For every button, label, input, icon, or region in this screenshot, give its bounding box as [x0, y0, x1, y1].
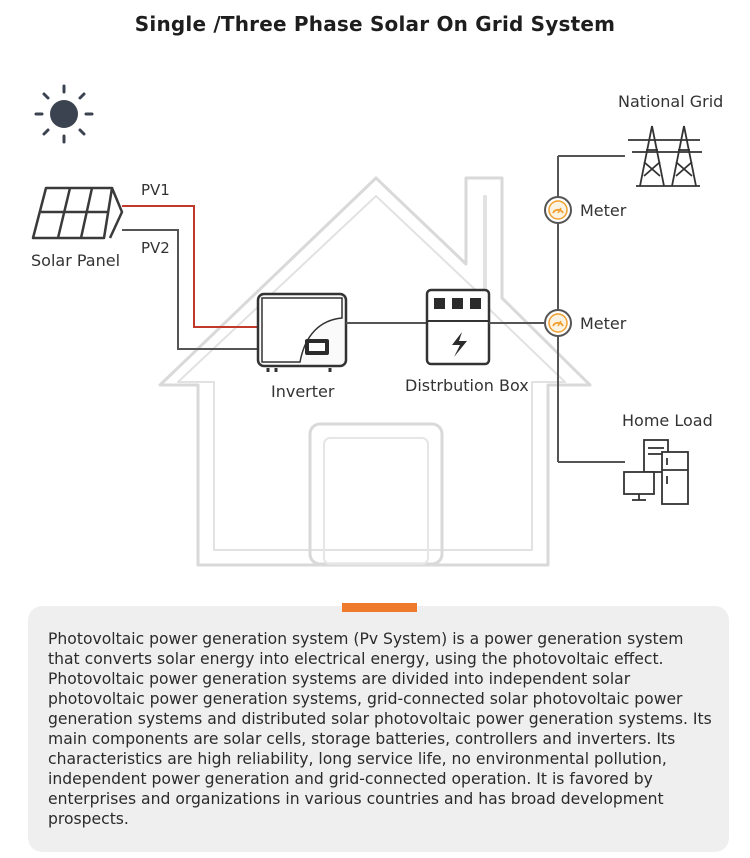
- description-text: Photovoltaic power generation system (Pv…: [48, 630, 712, 828]
- pv2-label: PV2: [141, 239, 170, 257]
- pv1-wire: [122, 205, 262, 328]
- pv1-label: PV1: [141, 181, 170, 199]
- home-appliances-icon: [623, 439, 689, 505]
- meter-bottom-label: Meter: [580, 314, 627, 333]
- distribution-box-label: Distrbution Box: [405, 376, 529, 395]
- sun-icon: [34, 84, 94, 144]
- description-panel: [28, 606, 729, 852]
- distribution-box-icon: [425, 288, 491, 366]
- inverter-label: Inverter: [271, 382, 335, 401]
- house-outline: [158, 176, 592, 567]
- page-title: Single /Three Phase Solar On Grid System: [134, 12, 616, 36]
- transmission-tower-icon: [628, 125, 702, 187]
- accent-bar: [342, 603, 417, 612]
- solar-panel-label: Solar Panel: [31, 251, 120, 270]
- inverter-icon: [256, 292, 348, 372]
- solar-panel-icon: [31, 186, 124, 240]
- meter-top-label: Meter: [580, 201, 627, 220]
- home-load-label: Home Load: [622, 411, 713, 430]
- meter-icon: [544, 196, 572, 224]
- meter-icon: [544, 309, 572, 337]
- national-grid-label: National Grid: [618, 92, 723, 111]
- solar-system-diagram: Solar Panel PV1 PV2 Inverter Distrbution…: [31, 84, 723, 567]
- pv2-wire: [122, 229, 262, 350]
